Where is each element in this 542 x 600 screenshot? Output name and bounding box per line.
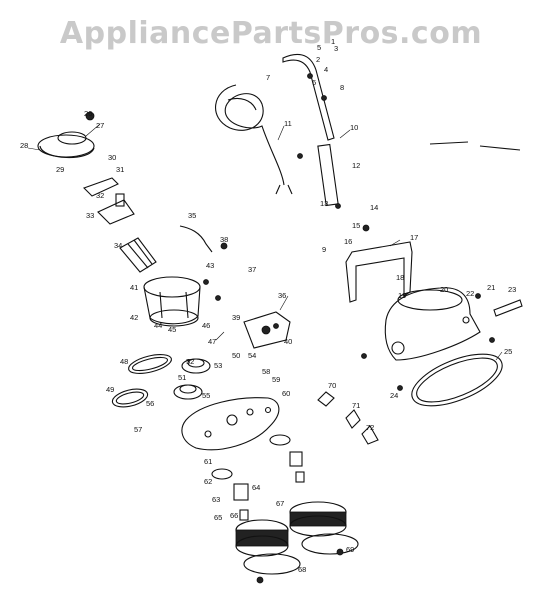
callout-54: 54 [248, 351, 256, 360]
callout-57: 57 [134, 425, 142, 434]
callout-8: 8 [340, 83, 344, 92]
callout-72: 72 [366, 423, 374, 432]
callout-14: 14 [370, 203, 378, 212]
callout-58: 58 [262, 367, 270, 376]
callout-2: 2 [316, 55, 320, 64]
callout-29: 29 [56, 165, 64, 174]
switch-parts [82, 177, 135, 225]
callout-71: 71 [352, 401, 360, 410]
pulley-set [173, 358, 211, 400]
foot-pedals [317, 391, 379, 445]
callout-5: 5 [317, 43, 321, 52]
callout-26: 26 [84, 109, 92, 118]
callout-labels: 1 2 3 4 5 6 7 8 9 10 11 12 13 14 15 16 1… [20, 37, 516, 574]
callout-48: 48 [120, 357, 128, 366]
callout-18: 18 [396, 273, 404, 282]
callout-65: 65 [214, 513, 222, 522]
callout-63: 63 [212, 495, 220, 504]
callout-36: 36 [278, 291, 286, 300]
fasteners [203, 73, 523, 391]
callout-52: 52 [186, 357, 194, 366]
callout-35: 35 [188, 211, 196, 220]
callout-19: 19 [398, 291, 406, 300]
callout-64: 64 [252, 483, 260, 492]
gear-housing [143, 276, 201, 327]
callout-4: 4 [324, 65, 328, 74]
callout-1: 1 [331, 37, 335, 46]
drive-belt-right [111, 388, 149, 408]
callout-46: 46 [202, 321, 210, 330]
callout-10: 10 [350, 123, 358, 132]
callout-38: 38 [220, 235, 228, 244]
wire-lead [179, 225, 213, 253]
callout-66: 66 [230, 511, 238, 520]
callout-42: 42 [130, 313, 138, 322]
drive-belt-left [128, 354, 172, 374]
callout-17: 17 [410, 233, 418, 242]
callout-50: 50 [232, 351, 240, 360]
callout-21: 21 [487, 283, 495, 292]
callout-leaders [27, 123, 503, 361]
callout-41: 41 [130, 283, 138, 292]
scrub-brush-left [235, 519, 289, 557]
scrub-brush-right [289, 501, 347, 537]
callout-55: 55 [202, 391, 210, 400]
callout-47: 47 [208, 337, 216, 346]
gear-plate [181, 397, 280, 451]
bumper-ring [411, 353, 503, 407]
callout-34: 34 [114, 241, 122, 250]
callout-15: 15 [352, 221, 360, 230]
power-cord [215, 84, 293, 195]
callout-23: 23 [508, 285, 516, 294]
callout-37: 37 [248, 265, 256, 274]
callout-11: 11 [284, 119, 292, 128]
buffing-pads [243, 533, 359, 584]
callout-43: 43 [206, 261, 214, 270]
callout-22: 22 [466, 289, 474, 298]
brush-holder [243, 311, 291, 349]
site-watermark: AppliancePartsPros.com [59, 16, 483, 51]
callout-20: 20 [440, 285, 448, 294]
callout-16: 16 [344, 237, 352, 246]
callout-25: 25 [504, 347, 512, 356]
brush-hub-right [269, 434, 305, 483]
callout-69: 69 [346, 545, 354, 554]
callout-9: 9 [322, 245, 326, 254]
callout-27: 27 [96, 121, 104, 130]
brush-hub-left [211, 468, 249, 521]
callout-32: 32 [96, 191, 104, 200]
motor-hood [384, 287, 481, 361]
callout-7: 7 [266, 73, 270, 82]
callout-6: 6 [312, 78, 316, 87]
callout-62: 62 [204, 477, 212, 486]
callout-44: 44 [154, 321, 162, 330]
callout-13: 13 [320, 199, 328, 208]
switch-housing [37, 111, 95, 159]
callout-53: 53 [214, 361, 222, 370]
callout-70: 70 [328, 381, 336, 390]
handle-tube [282, 53, 339, 207]
callout-12: 12 [352, 161, 360, 170]
callout-24: 24 [390, 391, 398, 400]
callout-40: 40 [284, 337, 292, 346]
callout-31: 31 [116, 165, 124, 174]
callout-59: 59 [272, 375, 280, 384]
callout-45: 45 [168, 325, 176, 334]
callout-60: 60 [282, 389, 290, 398]
callout-68: 68 [298, 565, 306, 574]
capacitor [119, 237, 157, 273]
callout-33: 33 [86, 211, 94, 220]
callout-56: 56 [146, 399, 154, 408]
callout-30: 30 [108, 153, 116, 162]
callout-28: 28 [20, 141, 28, 150]
callout-67: 67 [276, 499, 284, 508]
callout-39: 39 [232, 313, 240, 322]
callout-3: 3 [334, 44, 338, 53]
callout-61: 61 [204, 457, 212, 466]
callout-49: 49 [106, 385, 114, 394]
callout-51: 51 [178, 373, 186, 382]
